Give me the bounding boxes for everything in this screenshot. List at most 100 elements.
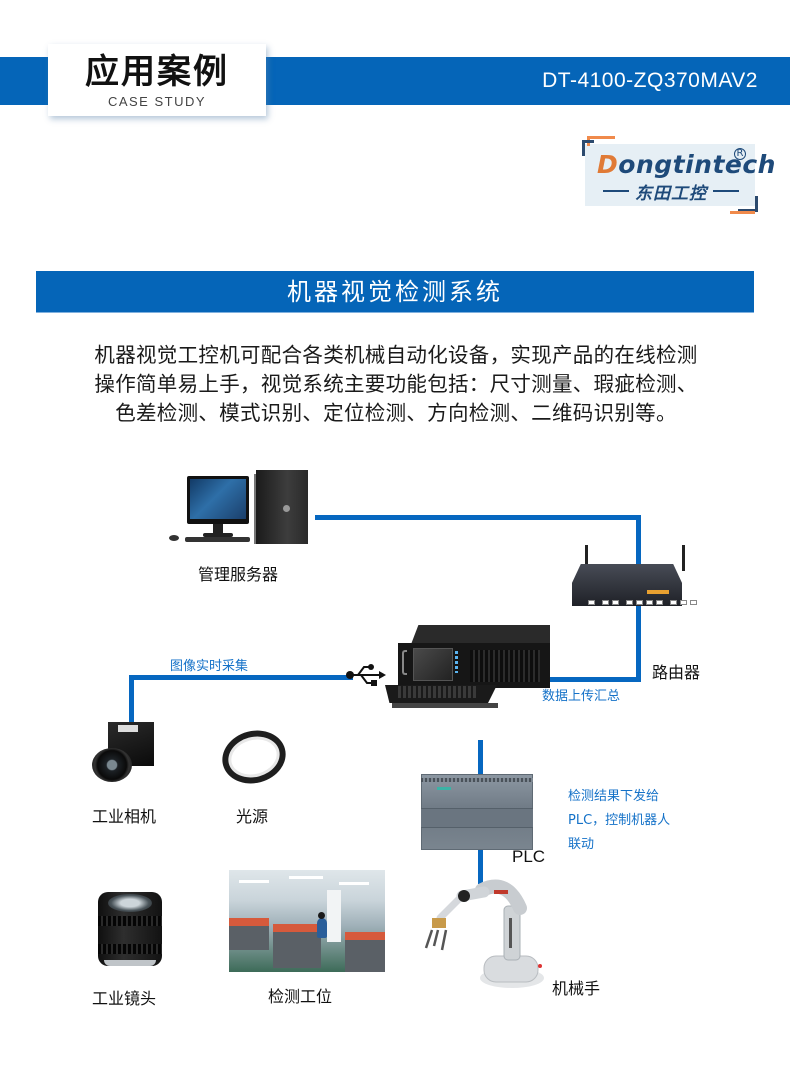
- page-subtitle: CASE STUDY: [107, 94, 207, 109]
- connector-plc-robot: [478, 848, 483, 884]
- lens-mount: [104, 960, 156, 966]
- logo-corner-accent: [738, 209, 758, 212]
- camera-lens: [92, 748, 132, 782]
- tower-case: [256, 470, 308, 544]
- description: 机器视觉工控机可配合各类机械自动化设备，实现产品的在线检测 操作简单易上手，视觉…: [40, 341, 752, 428]
- mouse-icon: [169, 535, 179, 541]
- desk-edge: [273, 924, 321, 932]
- worker: [317, 918, 327, 938]
- robot-arm-icon: [424, 879, 544, 988]
- ceiling-light: [239, 880, 269, 883]
- port-icon: [670, 600, 677, 605]
- router-ports: [588, 600, 697, 605]
- ipc-keyboard: [398, 686, 476, 698]
- router-antenna: [682, 545, 685, 571]
- station-label: 检测工位: [268, 987, 333, 1006]
- camera-label-sticker: [118, 725, 138, 732]
- worker-head: [318, 912, 325, 919]
- ipc-status-leds: [455, 651, 458, 673]
- camera-label: 工业相机: [92, 807, 157, 826]
- lens-focus-ring: [98, 916, 162, 926]
- logo-chinese-row: 东田工控: [596, 180, 746, 204]
- port-icon: [656, 600, 663, 605]
- logo-corner-accent: [587, 136, 615, 139]
- ipc-chassis-top: [410, 625, 550, 647]
- logo-corner-accent: [582, 140, 594, 143]
- cubicle-panel: [273, 928, 321, 968]
- server-label: 管理服务器: [198, 565, 279, 584]
- connector-camera-ipc: [129, 675, 353, 680]
- logo-dash: [713, 190, 739, 192]
- port-icon: [588, 600, 595, 605]
- description-line: 色差检测、模式识别、定位检测、方向检测、二维码识别等。: [115, 401, 677, 425]
- connector-ipc-plc: [478, 740, 483, 776]
- logo-initial: D: [597, 150, 619, 179]
- logo-corner-accent: [582, 140, 585, 156]
- cubicle-panel: [229, 922, 269, 950]
- connector-camera-ipc: [129, 675, 134, 725]
- plc-note-line: 联动: [568, 837, 595, 852]
- ceiling-light: [339, 882, 369, 885]
- image-capture-label: 图像实时采集: [170, 659, 249, 674]
- desk-edge: [229, 918, 269, 926]
- connector-router-ipc: [540, 677, 641, 682]
- ipc-handle: [402, 650, 407, 675]
- inspection-station-photo: [229, 870, 385, 972]
- keyboard-icon: [185, 537, 250, 542]
- description-line: 操作简单易上手，视觉系统主要功能包括：尺寸测量、瑕疵检测、: [94, 372, 698, 396]
- lens-label: 工业镜头: [92, 989, 157, 1008]
- plc-io-band: [421, 808, 533, 828]
- tower-logo: [283, 505, 290, 512]
- plc-note-line: PLC，控制机器人: [568, 813, 671, 828]
- pillar: [327, 890, 341, 942]
- port-icon: [690, 600, 697, 605]
- ceiling-light: [289, 876, 323, 879]
- plc-brand-tag: [437, 787, 451, 790]
- ipc-rail: [392, 703, 498, 708]
- port-icon: [636, 600, 643, 605]
- section-title: 机器视觉检测系统: [287, 278, 503, 306]
- logo-wordmark: Dongtintech: [597, 150, 776, 179]
- lens-glass: [108, 894, 152, 912]
- page-title: 应用案例: [85, 52, 229, 92]
- port-icon: [626, 600, 633, 605]
- port-icon: [646, 600, 653, 605]
- router-antenna: [585, 545, 588, 571]
- connector-server-router: [636, 515, 641, 565]
- header-title-card: 应用案例 CASE STUDY: [48, 44, 266, 116]
- brand-logo: [585, 144, 755, 206]
- section-header: 机器视觉检测系统: [36, 271, 754, 313]
- plc-note: 检测结果下发给 PLC，控制机器人 联动: [568, 785, 670, 857]
- lens-aperture-ring: [98, 944, 162, 954]
- plc-terminal-strip: [421, 778, 533, 782]
- router-icon: [572, 564, 682, 606]
- port-icon: [602, 600, 609, 605]
- logo-corner-accent: [755, 196, 758, 212]
- ipc-vent: [470, 650, 540, 682]
- usb-icon: [346, 664, 386, 686]
- port-icon: [680, 600, 687, 605]
- monitor-base: [203, 533, 233, 537]
- plc-label: PLC: [512, 847, 546, 866]
- logo-wordmark-rest: ongtintech: [618, 150, 776, 179]
- monitor-screen: [190, 479, 246, 519]
- logo-corner-accent: [730, 211, 755, 214]
- router-tag: [647, 590, 669, 594]
- desk-edge: [345, 932, 385, 940]
- connector-server-router: [315, 515, 641, 520]
- logo-chinese-name: 东田工控: [635, 183, 707, 204]
- model-code: DT-4100-ZQ370MAV2: [542, 69, 758, 92]
- router-label: 路由器: [652, 663, 701, 682]
- monitor-stand: [213, 524, 223, 534]
- desktop-workstation-icon: [187, 476, 249, 524]
- robot-label: 机械手: [552, 979, 601, 998]
- registered-mark-icon: R: [734, 148, 746, 160]
- port-icon: [612, 600, 619, 605]
- ring-light-icon: [216, 723, 292, 791]
- ipc-screen: [413, 648, 453, 681]
- description-line: 机器视觉工控机可配合各类机械自动化设备，实现产品的在线检测: [94, 343, 698, 367]
- plc-note-line: 检测结果下发给: [568, 789, 660, 804]
- cubicle-panel: [345, 936, 385, 972]
- data-upload-label: 数据上传汇总: [542, 689, 621, 704]
- light-label: 光源: [236, 807, 269, 826]
